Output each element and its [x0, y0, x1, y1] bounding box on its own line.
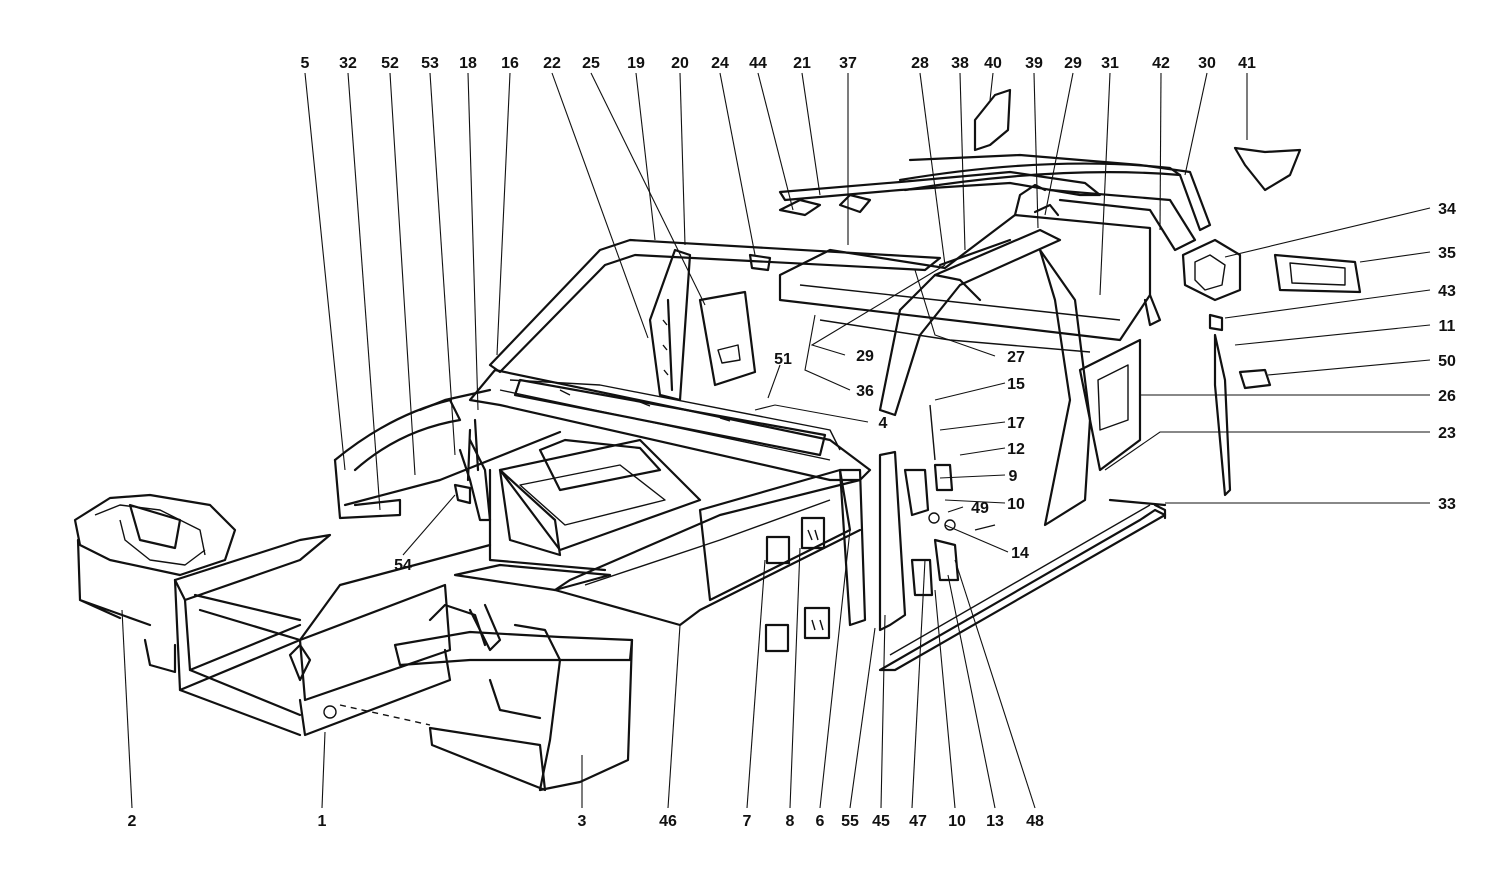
callout-top: 25	[582, 55, 600, 72]
leader-lines	[121, 72, 1431, 809]
callout-top: 38	[951, 55, 969, 72]
callout-right: 23	[1438, 425, 1456, 442]
callout-bottom: 45	[872, 813, 890, 830]
callout-right: 35	[1438, 245, 1456, 262]
callout-top: 5	[301, 55, 310, 72]
callout-bottom: 46	[659, 813, 677, 830]
callout-top: 21	[793, 55, 811, 72]
callout-bottom: 2	[128, 813, 137, 830]
callout-right: 34	[1438, 201, 1456, 218]
callout-top: 22	[543, 55, 561, 72]
callout-top: 41	[1238, 55, 1256, 72]
callout-top: 40	[984, 55, 1002, 72]
callout-top: 32	[339, 55, 357, 72]
striker-plates	[764, 516, 831, 653]
callout-top: 52	[381, 55, 399, 72]
callout-bottom: 13	[986, 813, 1004, 830]
callout-mid: 10	[1007, 496, 1025, 513]
cowl-dash-panel	[468, 368, 872, 482]
callout-bottom: 1	[318, 813, 327, 830]
pillar-parts	[973, 88, 1362, 497]
callout-mid: 49	[971, 500, 989, 517]
callout-mid: 15	[1007, 376, 1025, 393]
callout-top: 44	[749, 55, 767, 72]
callout-bottom: 6	[816, 813, 825, 830]
callout-top: 31	[1101, 55, 1119, 72]
callout-bottom: 3	[578, 813, 587, 830]
callout-top: 28	[911, 55, 929, 72]
front-frame-left	[73, 493, 237, 627]
callout-bottom: 8	[786, 813, 795, 830]
callout-mid: 51	[774, 351, 792, 368]
callout-right: 33	[1438, 496, 1456, 513]
callout-top: 16	[501, 55, 519, 72]
rear-bulkhead	[778, 183, 1162, 527]
callout-bottom: 48	[1026, 813, 1044, 830]
callout-top: 19	[627, 55, 645, 72]
fuel-filler-parts	[1108, 498, 1167, 507]
callout-right: 50	[1438, 353, 1456, 370]
callout-mid: 12	[1007, 441, 1025, 458]
callout-top: 24	[711, 55, 729, 72]
callout-labels: 5 32 52 53 18 16 22 25 19 20 24 44 21 37…	[128, 55, 1456, 830]
callout-top: 42	[1152, 55, 1170, 72]
callout-top: 37	[839, 55, 857, 72]
front-frame-right	[393, 603, 634, 792]
callout-mid: 14	[1011, 545, 1029, 562]
body-parts-drawing	[73, 88, 1362, 792]
callout-bottom: 47	[909, 813, 927, 830]
callout-top: 30	[1198, 55, 1216, 72]
callout-mid: 29	[856, 348, 874, 365]
callout-mid: 36	[856, 383, 874, 400]
door-post-hinges	[698, 404, 996, 632]
windscreen-frame	[488, 238, 942, 402]
callout-right: 26	[1438, 388, 1456, 405]
front-crossmember	[143, 533, 492, 737]
callout-bottom: 7	[743, 813, 752, 830]
callout-top: 18	[459, 55, 477, 72]
callout-top: 53	[421, 55, 439, 72]
callout-top: 39	[1025, 55, 1043, 72]
floor-pan	[453, 438, 862, 627]
callout-top: 20	[671, 55, 689, 72]
callout-mid: 17	[1007, 415, 1025, 432]
callout-mid: 9	[1009, 468, 1018, 485]
callout-bottom: 10	[948, 813, 966, 830]
callout-left: 54	[394, 557, 412, 574]
roof-rails	[778, 153, 1212, 252]
callout-mid: 27	[1007, 349, 1025, 366]
callout-top: 29	[1064, 55, 1082, 72]
callout-mid: 4	[879, 415, 888, 432]
callout-right: 11	[1439, 318, 1456, 335]
callout-bottom: 55	[841, 813, 859, 830]
callout-right: 43	[1438, 283, 1456, 300]
side-sill	[878, 503, 1167, 672]
left-wheel-arch	[333, 388, 562, 522]
